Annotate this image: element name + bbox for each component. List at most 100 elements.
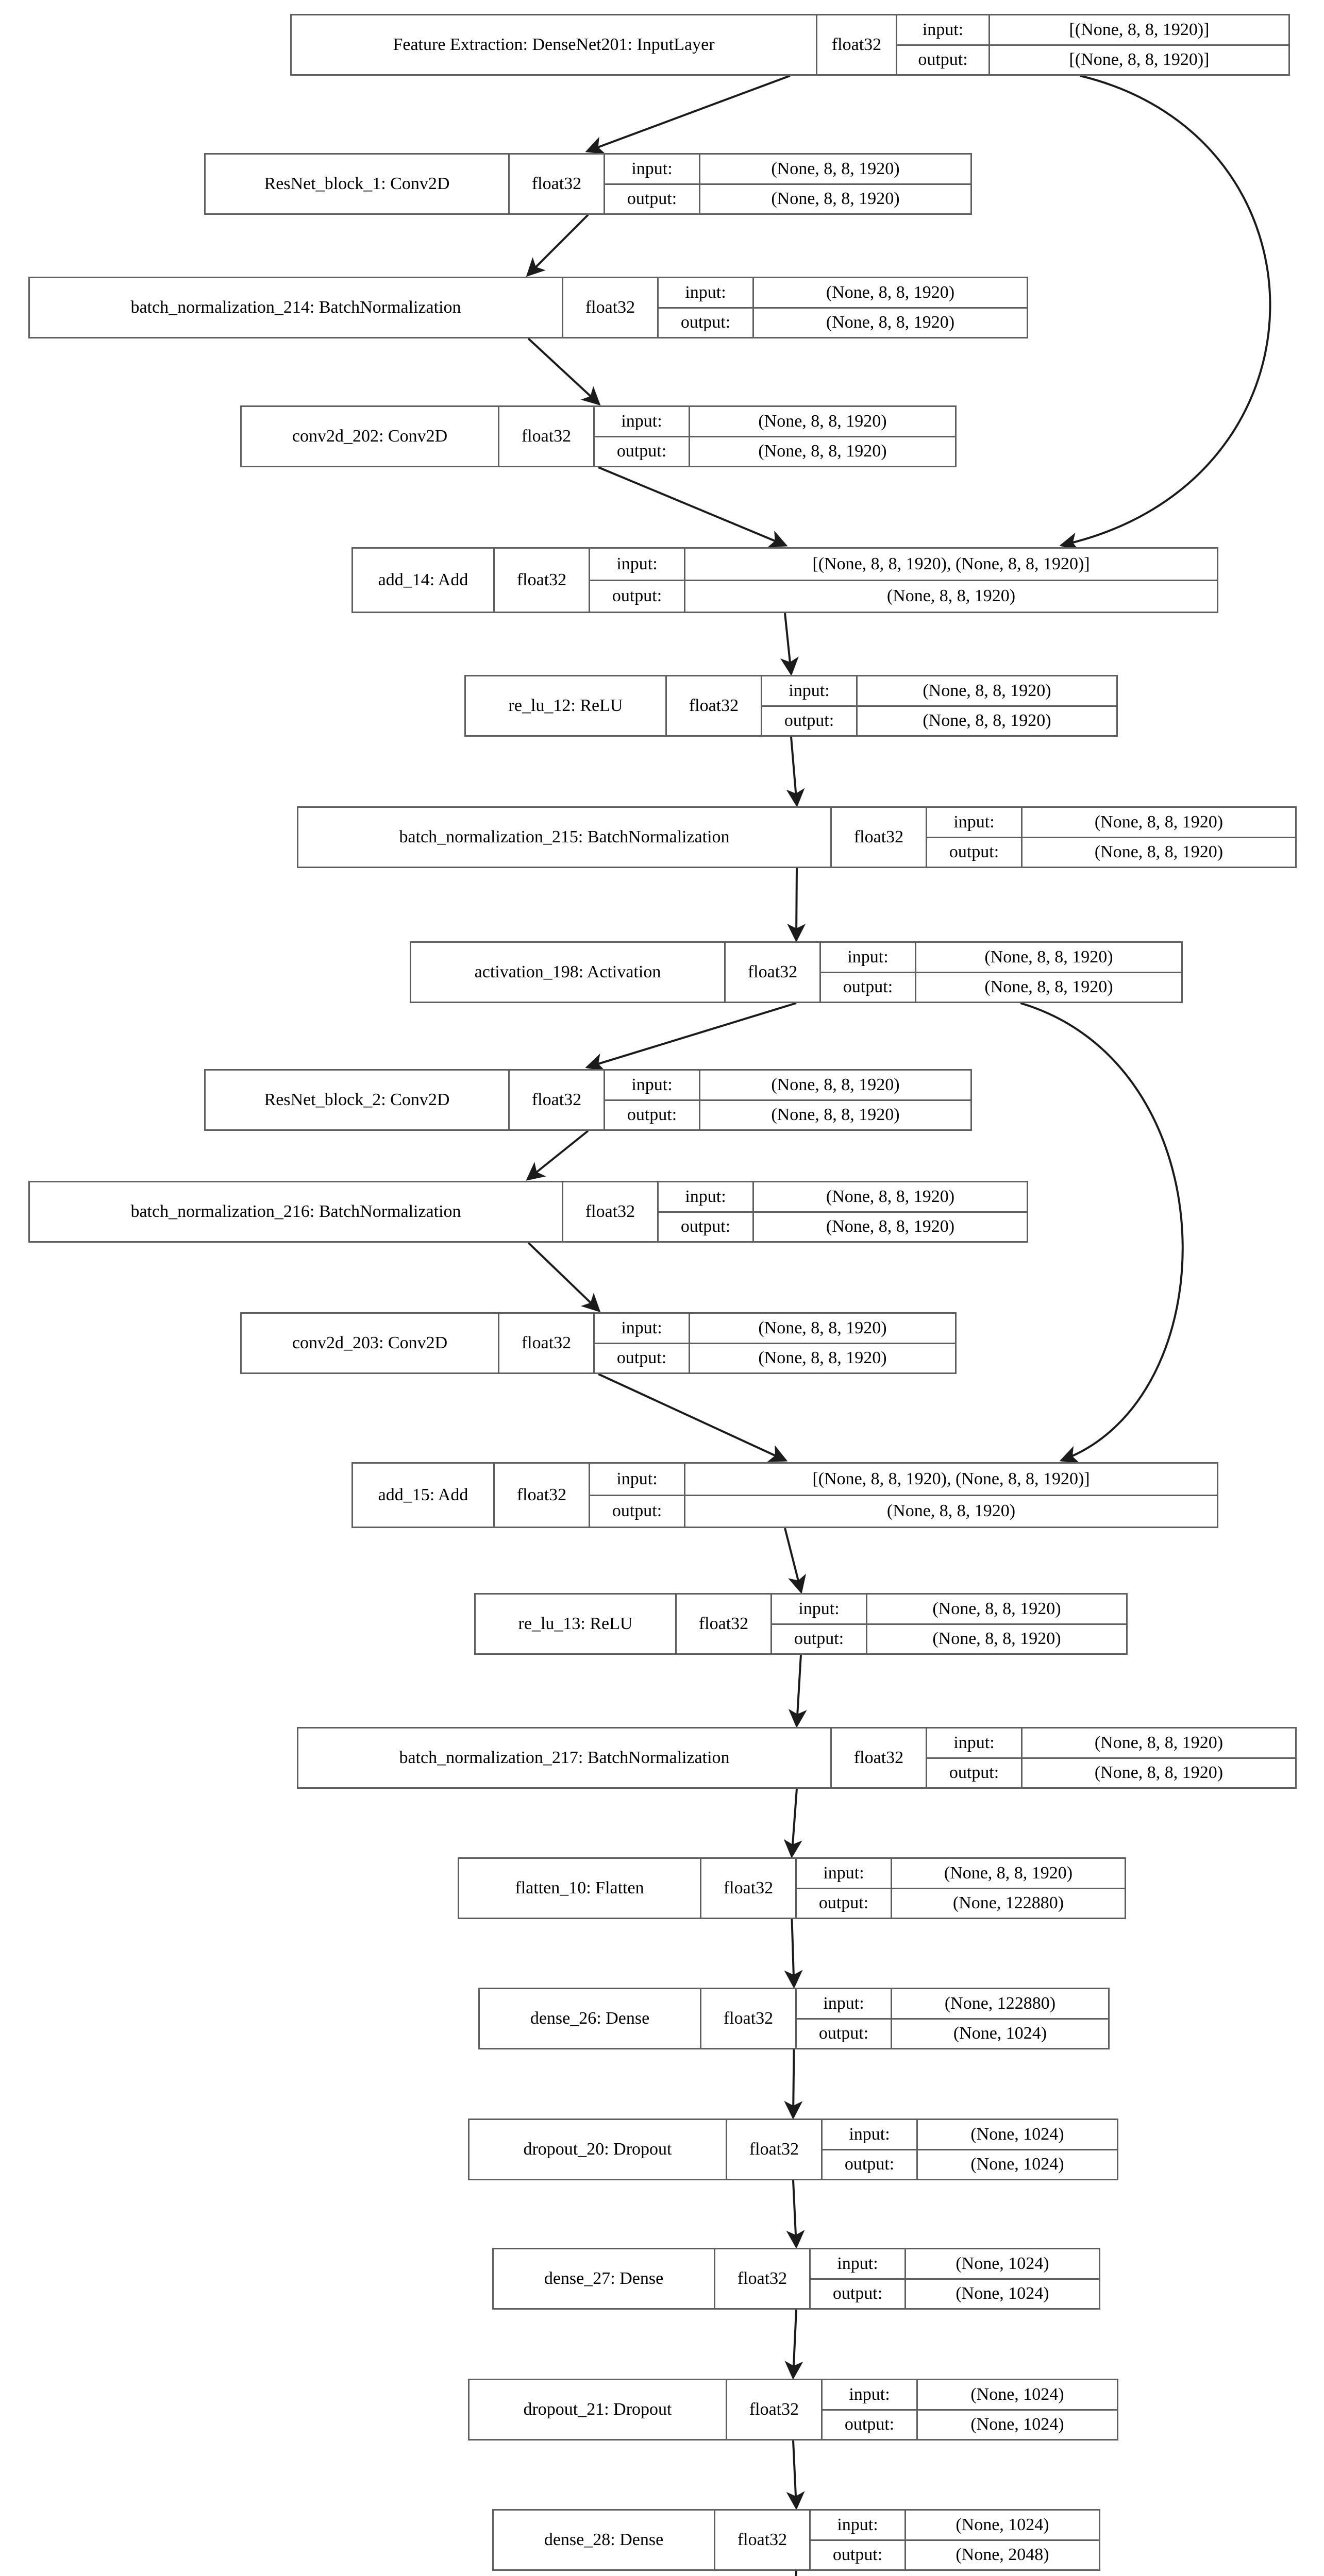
node-title: ResNet_block_2: Conv2D [206,1071,510,1129]
output-shape: (None, 2048) [956,2545,1049,2565]
input-label: input: [595,1314,690,1343]
node-io-table: input: (None, 8, 8, 1920) output: (None,… [762,676,1116,735]
output-shape: (None, 1024) [953,2024,1047,2043]
output-shape: (None, 8, 8, 1920) [758,442,887,461]
input-shape: (None, 8, 8, 1920) [923,681,1051,700]
output-label: output: [897,45,990,74]
output-shape: [(None, 8, 8, 1920)] [1069,50,1210,70]
node-dtype: float32 [495,549,590,612]
node-output-row: output: (None, 122880) [797,1889,1125,1918]
input-shape: (None, 1024) [956,2515,1049,2534]
node-output-row: output: (None, 1024) [823,2150,1117,2179]
node-dropout-20[interactable]: dropout_20: Dropout float32 input: (None… [468,2119,1118,2180]
node-conv2d-202[interactable]: conv2d_202: Conv2D float32 input: (None,… [240,405,957,467]
node-input-layer[interactable]: Feature Extraction: DenseNet201: InputLa… [290,14,1290,76]
node-output-row: output: (None, 8, 8, 1920) [590,1496,1217,1527]
input-label: input: [590,1464,685,1495]
input-label: input: [927,808,1023,837]
output-shape: (None, 8, 8, 1920) [923,711,1051,731]
output-label: output: [797,1889,892,1918]
node-input-row: input: (None, 8, 8, 1920) [762,676,1116,707]
node-io-table: input: [(None, 8, 8, 1920)] output: [(No… [897,15,1288,74]
input-label: input: [927,1728,1023,1757]
node-dense-26[interactable]: dense_26: Dense float32 input: (None, 12… [478,1988,1110,2049]
node-output-row: output: (None, 1024) [823,2410,1117,2439]
node-re-lu-12[interactable]: re_lu_12: ReLU float32 input: (None, 8, … [464,675,1118,737]
input-shape: (None, 8, 8, 1920) [826,1187,955,1206]
input-shape: (None, 8, 8, 1920) [758,411,887,431]
output-label: output: [590,1496,685,1527]
output-shape: (None, 8, 8, 1920) [771,1105,900,1125]
node-dtype: float32 [727,2120,823,2179]
node-batch-normalization-214[interactable]: batch_normalization_214: BatchNormalizat… [28,277,1028,338]
node-dense-27[interactable]: dense_27: Dense float32 input: (None, 10… [492,2248,1100,2310]
node-output-row: output: (None, 8, 8, 1920) [595,1344,955,1372]
node-output-row: output: (None, 8, 8, 1920) [821,973,1181,1002]
node-dtype: float32 [715,2249,811,2308]
node-output-row: output: (None, 8, 8, 1920) [772,1624,1126,1653]
node-io-table: input: (None, 8, 8, 1920) output: (None,… [927,1728,1295,1787]
node-activation-198[interactable]: activation_198: Activation float32 input… [410,941,1183,1003]
output-label: output: [605,184,700,213]
node-input-row: input: (None, 8, 8, 1920) [595,1314,955,1344]
node-io-table: input: [(None, 8, 8, 1920), (None, 8, 8,… [590,1464,1217,1527]
node-output-row: output: (None, 8, 8, 1920) [659,308,1027,337]
node-io-table: input: (None, 8, 8, 1920) output: (None,… [659,278,1027,337]
input-label: input: [772,1595,867,1623]
node-input-row: input: (None, 8, 8, 1920) [659,1182,1027,1213]
input-label: input: [595,407,690,436]
input-label: input: [605,1071,700,1099]
node-dense-28[interactable]: dense_28: Dense float32 input: (None, 10… [492,2509,1100,2571]
node-add-14[interactable]: add_14: Add float32 input: [(None, 8, 8,… [351,547,1218,613]
input-shape: (None, 8, 8, 1920) [758,1318,887,1337]
node-output-row: output: (None, 8, 8, 1920) [605,184,970,213]
node-batch-normalization-216[interactable]: batch_normalization_216: BatchNormalizat… [28,1181,1028,1243]
node-output-row: output: (None, 2048) [811,2540,1099,2569]
input-shape: (None, 8, 8, 1920) [1094,1733,1224,1752]
output-label: output: [605,1100,700,1129]
output-label: output: [927,1758,1023,1787]
node-input-row: input: (None, 8, 8, 1920) [605,1071,970,1101]
node-title: dropout_21: Dropout [470,2380,727,2439]
node-io-table: input: (None, 8, 8, 1920) output: (None,… [821,943,1181,1002]
node-add-15[interactable]: add_15: Add float32 input: [(None, 8, 8,… [351,1462,1218,1528]
node-io-table: input: (None, 8, 8, 1920) output: (None,… [605,1071,970,1129]
input-label: input: [797,1859,892,1888]
input-label: input: [811,2249,906,2278]
node-dtype: float32 [832,1728,927,1787]
node-input-row: input: (None, 8, 8, 1920) [772,1595,1126,1625]
node-io-table: input: (None, 8, 8, 1920) output: (None,… [595,407,955,466]
node-title: batch_normalization_216: BatchNormalizat… [30,1182,563,1241]
node-re-lu-13[interactable]: re_lu_13: ReLU float32 input: (None, 8, … [474,1593,1128,1655]
node-dtype: float32 [563,1182,659,1241]
input-label: input: [823,2120,918,2149]
node-input-row: input: (None, 8, 8, 1920) [605,155,970,185]
input-label: input: [659,1182,754,1211]
node-title: conv2d_202: Conv2D [242,407,499,466]
input-shape: (None, 8, 8, 1920) [932,1599,1061,1618]
node-io-table: input: (None, 1024) output: (None, 1024) [811,2249,1099,2308]
node-dropout-21[interactable]: dropout_21: Dropout float32 input: (None… [468,2379,1118,2441]
node-flatten-10[interactable]: flatten_10: Flatten float32 input: (None… [458,1857,1126,1919]
input-label: input: [821,943,916,972]
node-io-table: input: (None, 8, 8, 1920) output: (None,… [659,1182,1027,1241]
node-batch-normalization-215[interactable]: batch_normalization_215: BatchNormalizat… [297,806,1297,868]
node-batch-normalization-217[interactable]: batch_normalization_217: BatchNormalizat… [297,1727,1297,1789]
node-title: Feature Extraction: DenseNet201: InputLa… [292,15,817,74]
node-output-row: output: (None, 8, 8, 1920) [605,1100,970,1129]
node-title: add_15: Add [353,1464,495,1527]
node-title: add_14: Add [353,549,495,612]
node-conv2d-203[interactable]: conv2d_203: Conv2D float32 input: (None,… [240,1312,957,1374]
node-title: re_lu_12: ReLU [466,676,667,735]
input-shape: (None, 8, 8, 1920) [984,947,1113,967]
node-output-row: output: (None, 8, 8, 1920) [927,838,1295,867]
node-resnet-block-2[interactable]: ResNet_block_2: Conv2D float32 input: (N… [204,1069,972,1131]
node-resnet-block-1[interactable]: ResNet_block_1: Conv2D float32 input: (N… [204,153,972,215]
node-input-row: input: [(None, 8, 8, 1920), (None, 8, 8,… [590,1464,1217,1496]
node-io-table: input: (None, 8, 8, 1920) output: (None,… [772,1595,1126,1653]
node-io-table: input: (None, 8, 8, 1920) output: (None,… [605,155,970,213]
output-label: output: [823,2410,918,2439]
node-title: ResNet_block_1: Conv2D [206,155,510,213]
input-shape: (None, 1024) [956,2253,1049,2273]
